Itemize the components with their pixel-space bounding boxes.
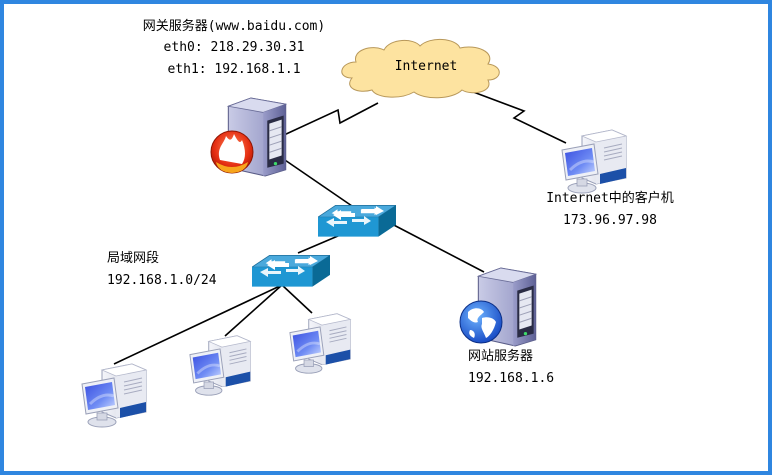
desktop-computer-icon xyxy=(288,312,352,375)
desktop-computer-icon xyxy=(80,362,148,429)
lan-client-2[interactable] xyxy=(188,334,252,397)
link-core-switch-web-server xyxy=(387,221,485,273)
link-gateway-internet xyxy=(283,102,379,136)
gateway-server[interactable] xyxy=(210,97,287,177)
firewall-icon xyxy=(210,130,254,174)
link-gateway-core-switch xyxy=(281,157,353,207)
internet-client-name-label: Internet中的客户机 xyxy=(546,191,674,206)
internet-label: Internet xyxy=(394,59,458,74)
web-server-ip-label: 192.168.1.6 xyxy=(468,371,555,386)
switch-arrows xyxy=(326,206,384,227)
desktop-computer-icon xyxy=(560,128,628,195)
gateway-eth1-label: eth1: 192.168.1.1 xyxy=(167,62,301,77)
desktop-computer-icon xyxy=(188,334,252,397)
link-lan-switch-client-2 xyxy=(224,284,283,337)
lan-client-1[interactable] xyxy=(80,362,148,429)
gateway-name-label: 网关服务器(www.baidu.com) xyxy=(142,19,326,34)
web-server[interactable] xyxy=(459,267,537,347)
globe-icon xyxy=(459,300,503,344)
web-server-name-label: 网站服务器 xyxy=(468,349,534,364)
lan-name-label: 局域网段 xyxy=(107,251,160,266)
link-internet-client xyxy=(467,89,567,144)
gateway-eth0-label: eth0: 218.29.30.31 xyxy=(163,40,305,55)
link-lan-switch-client-3 xyxy=(281,284,313,314)
cloud-icon xyxy=(341,39,500,99)
internet-client-ip-label: 173.96.97.98 xyxy=(563,213,657,228)
lan-subnet-label: 192.168.1.0/24 xyxy=(107,273,217,288)
switch-arrows xyxy=(260,256,318,277)
lan-client-3[interactable] xyxy=(288,312,352,375)
internet-client[interactable] xyxy=(560,128,628,195)
internet-cloud[interactable] xyxy=(341,39,500,99)
lan-switch[interactable] xyxy=(252,254,330,288)
core-switch[interactable] xyxy=(318,204,396,238)
link-lan-switch-client-1 xyxy=(113,284,283,365)
